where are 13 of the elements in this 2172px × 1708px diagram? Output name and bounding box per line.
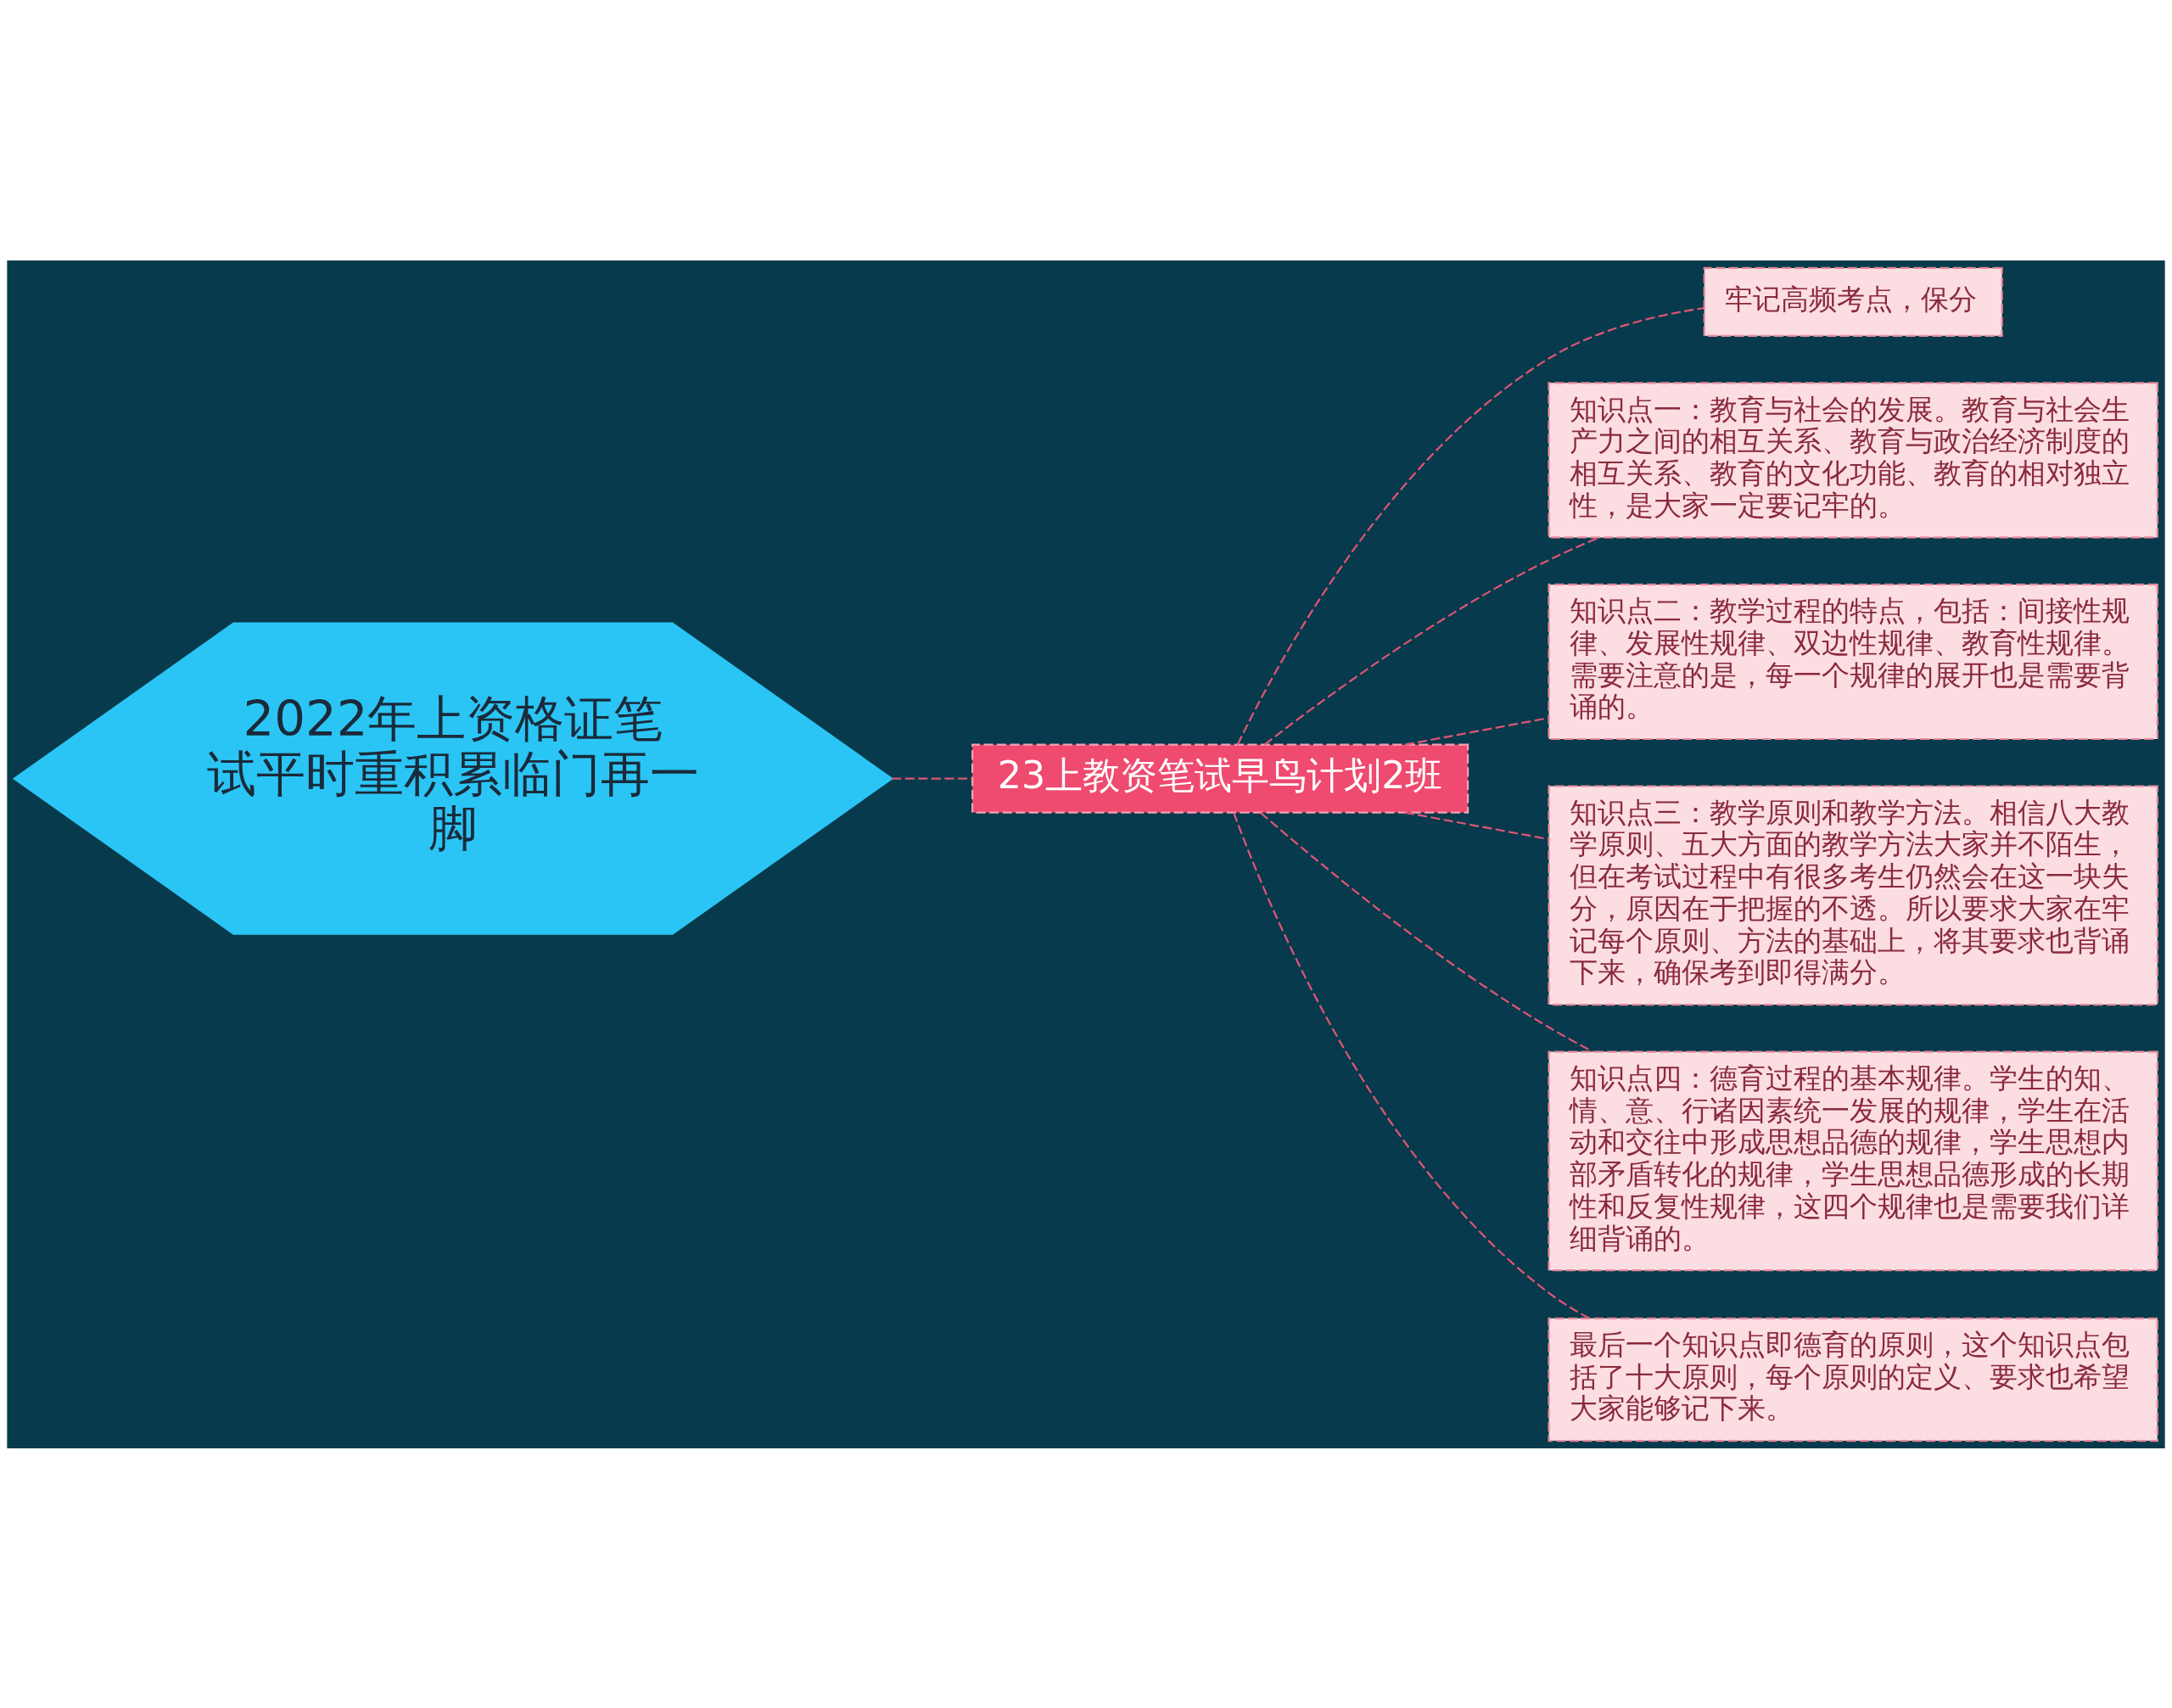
connector [1404, 716, 1549, 746]
node-box: 最后一个知识点即德育的原则，这个知识点包括了十大原则，每个原则的定义、要求也希望大家能够记下来。 [1548, 1317, 2158, 1442]
node-box: 牢记高频考点，保分 [1703, 266, 2003, 337]
connector [1236, 306, 1705, 745]
connector [892, 777, 972, 780]
connector [1233, 812, 1590, 1319]
node-box: 知识点一：教育与社会的发展。教育与社会生产力之间的相互关系、教育与政治经济制度的相互关系、教育的文化功能、教育的相对独立性，是大家一定要记牢的。 [1548, 381, 2158, 538]
node-box: 23上教资笔试早鸟计划2班 [971, 743, 1469, 814]
node-box: 知识点三：教学原则和教学方法。相信八大教学原则、五大方面的教学方法大家并不陌生，但在考试过程中有很多考生仍然会在这一块失分，原因在于把握的不透。所以要求大家在牢记每个原则、方法的基础上，将其要求也背诵下来，确保考到即得满分。 [1548, 784, 2158, 1005]
node-box: 知识点二：教学过程的特点，包括：间接性规律、发展性规律、双边性规律、教育性规律。需要注意的是，每一个规律的展开也是需要背诵的。 [1548, 583, 2158, 740]
connector [1404, 811, 1549, 840]
connector [1260, 811, 1593, 1052]
node-box: 知识点四：德育过程的基本规律。学生的知、情、意、行诸因素统一发展的规律，学生在活动和交往中形成思想品德的规律，学生思想内部矛盾转化的规律，学生思想品德形成的长期性和反复性规律，这四个规律也是需要我们详细背诵的。 [1548, 1050, 2158, 1271]
